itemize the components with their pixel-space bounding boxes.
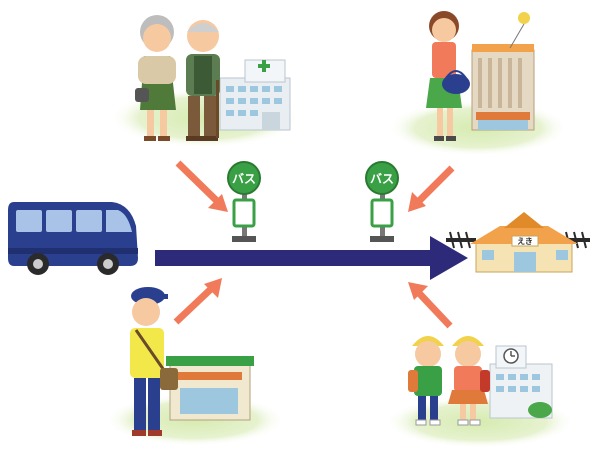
shopping-bag-icon bbox=[442, 70, 470, 94]
man-with-cap-icon bbox=[130, 287, 178, 436]
bus-stop-sign bbox=[365, 161, 399, 195]
arrow-shopper-to-stop bbox=[408, 165, 455, 212]
arrow-elderly-to-stop bbox=[175, 160, 228, 212]
store-icon bbox=[166, 356, 254, 421]
school-icon bbox=[489, 345, 553, 419]
pointer-arrows bbox=[173, 160, 455, 329]
bus-stop-sign bbox=[227, 161, 261, 195]
scene-shopping bbox=[388, 11, 568, 156]
scene-worker-store bbox=[105, 287, 285, 446]
station-icon: えき bbox=[446, 212, 590, 273]
hospital-icon bbox=[219, 59, 291, 131]
scene-children-school bbox=[385, 336, 575, 448]
elderly-man-icon bbox=[186, 20, 220, 141]
bus-stop-label: バス bbox=[370, 172, 394, 186]
arrow-worker-to-stop bbox=[173, 278, 222, 325]
department-store-icon bbox=[471, 12, 535, 131]
child-icon bbox=[408, 336, 444, 426]
arrow-children-to-station bbox=[408, 282, 453, 329]
elderly-woman-icon bbox=[135, 15, 176, 141]
bus-stop-1: バス bbox=[227, 161, 261, 242]
bus-icon bbox=[8, 202, 138, 275]
station-label: えき bbox=[517, 237, 533, 246]
scene-elderly-hospital bbox=[110, 15, 300, 148]
child-icon bbox=[448, 336, 490, 426]
bus-stop-label: バス bbox=[232, 172, 256, 186]
route-arrow bbox=[155, 236, 468, 280]
bus-stop-2: バス bbox=[365, 161, 399, 242]
